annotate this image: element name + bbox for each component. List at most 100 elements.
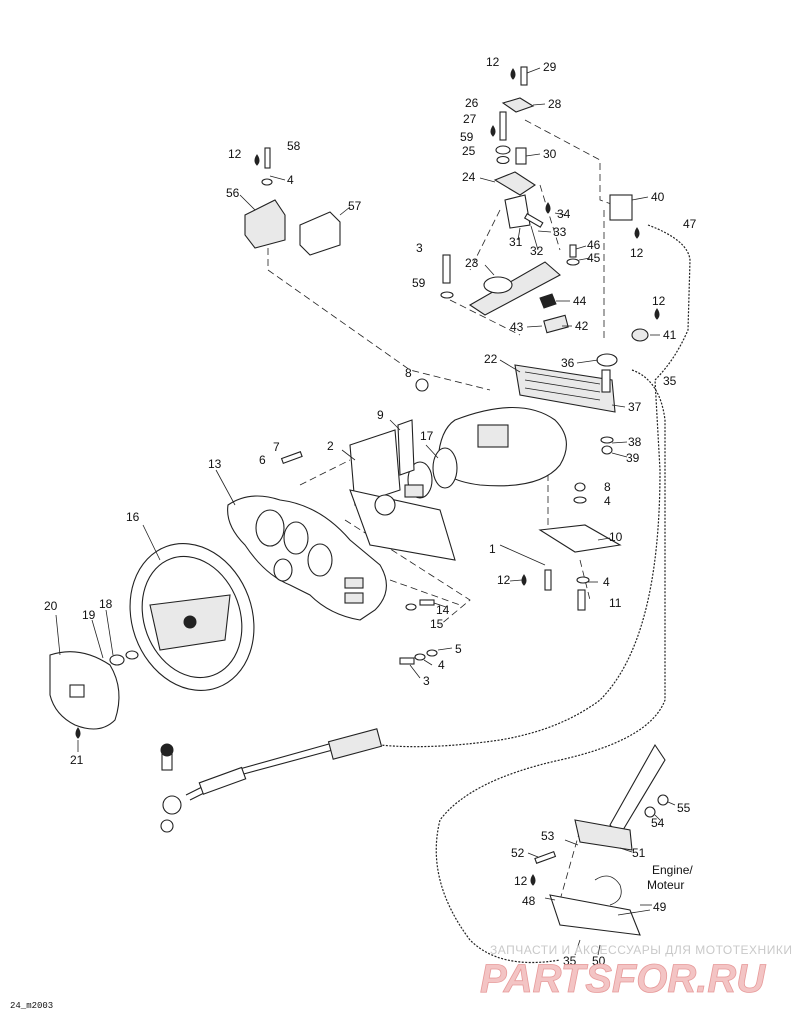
callout-4: 4: [438, 658, 445, 672]
cable-ferrule: [327, 728, 383, 760]
watermark-tagline: ЗАПЧАСТИ И АКСЕССУАРЫ ДЛЯ МОТОТЕХНИКИ: [490, 943, 792, 957]
nut-55: [657, 794, 669, 806]
upper-mount-hardware: [493, 66, 580, 266]
spacer-30: [515, 147, 527, 165]
steering-column-housing: [280, 378, 567, 561]
callout-26: 26: [465, 96, 479, 110]
callout-labels: 12 29 26 28 27 59 30 25 24 40 34 47 33 3…: [44, 55, 697, 968]
sealant-drop-icon: [545, 202, 551, 214]
bolt-14: [419, 599, 435, 606]
callout-58: 58: [287, 139, 301, 153]
callout-35: 35: [563, 954, 577, 968]
engine-label-fr: Moteur: [647, 878, 684, 892]
callout-5: 5: [455, 642, 462, 656]
nut-8-top: [415, 378, 429, 392]
bolt-33: [523, 213, 544, 228]
callout-29: 29: [543, 60, 557, 74]
bolt-46: [569, 244, 577, 258]
callout-23: 23: [465, 256, 479, 270]
callout-18: 18: [99, 597, 113, 611]
bolt-58: [264, 147, 271, 169]
callout-55: 55: [677, 801, 691, 815]
callout-1: 1: [489, 542, 496, 556]
bracket-9: [397, 419, 415, 476]
callout-46: 46: [587, 238, 601, 252]
callout-6: 6: [259, 453, 266, 467]
callout-39: 39: [626, 451, 640, 465]
screw-6-7: [280, 451, 303, 465]
sealant-drop-icon: [530, 874, 536, 886]
washer-59: [495, 145, 511, 155]
engine-linkage: [534, 743, 669, 936]
callout-31: 31: [509, 235, 523, 249]
lower-bracket-56-57: [244, 147, 341, 256]
callout-40: 40: [651, 190, 665, 204]
callout-50: 50: [592, 954, 606, 968]
washer-15: [405, 603, 417, 611]
washer-4-right: [573, 496, 587, 504]
callout-11: 11: [609, 596, 622, 610]
washer-4-left: [414, 653, 426, 661]
callout-12: 12: [630, 246, 644, 260]
callout-57: 57: [348, 199, 362, 213]
washer-18: [125, 650, 139, 660]
callout-45: 45: [587, 251, 601, 265]
callout-38: 38: [628, 435, 642, 449]
callout-19: 19: [82, 608, 96, 622]
sealant-drop-icon: [254, 154, 260, 166]
bolt-3-left: [399, 657, 415, 665]
callout-12: 12: [514, 874, 528, 888]
dash-panel-13: [227, 495, 438, 665]
leader-lines: [55, 67, 676, 956]
bracket-51: [574, 819, 633, 851]
callout-22: 22: [484, 352, 498, 366]
callout-36: 36: [561, 356, 575, 370]
callout-12: 12: [228, 147, 242, 161]
callout-25: 25: [462, 144, 476, 158]
callout-30: 30: [543, 147, 557, 161]
bolt-11: [577, 589, 586, 611]
callout-27: 27: [463, 112, 477, 126]
callout-21: 21: [70, 753, 84, 767]
callout-3: 3: [423, 674, 430, 688]
fitting-42: [543, 314, 569, 334]
callout-42: 42: [575, 319, 589, 333]
bolt-29: [520, 66, 528, 86]
callout-12: 12: [486, 55, 500, 69]
callout-13: 13: [208, 457, 222, 471]
callout-56: 56: [226, 186, 240, 200]
callout-2: 2: [327, 439, 334, 453]
column-support-23: [440, 254, 569, 334]
callout-20: 20: [44, 599, 58, 613]
washer-59-lower: [440, 291, 454, 299]
washer-5: [426, 649, 438, 657]
callout-3: 3: [416, 241, 423, 255]
figure-code: 24_m2003: [10, 1001, 53, 1011]
callout-52: 52: [511, 846, 525, 860]
plate-28: [501, 97, 535, 113]
washer-38: [600, 436, 614, 444]
sealant-drop-icon: [521, 574, 527, 586]
washer-4-top: [261, 178, 273, 186]
bolt-1-screw: [544, 569, 552, 591]
bracket-48: [549, 894, 641, 936]
sealant-drop-icon: [654, 308, 660, 320]
callout-37: 37: [628, 400, 642, 414]
callout-10: 10: [609, 530, 623, 544]
nut-8-right: [574, 482, 586, 492]
callout-59: 59: [412, 276, 426, 290]
callout-49: 49: [653, 900, 667, 914]
callout-53: 53: [541, 829, 555, 843]
callout-24: 24: [462, 170, 476, 184]
nut-39: [601, 445, 613, 455]
bracket-24: [493, 171, 537, 196]
engine-label-en: Engine/: [652, 863, 693, 877]
steering-cable: [160, 224, 691, 963]
sealant-drop-icon: [510, 68, 516, 80]
cable-spring: [198, 766, 247, 795]
washer-4-lower: [576, 576, 590, 584]
callout-35: 35: [663, 374, 677, 388]
cable-bolt-head: [160, 743, 174, 757]
steering-wheel-16: [129, 543, 255, 691]
